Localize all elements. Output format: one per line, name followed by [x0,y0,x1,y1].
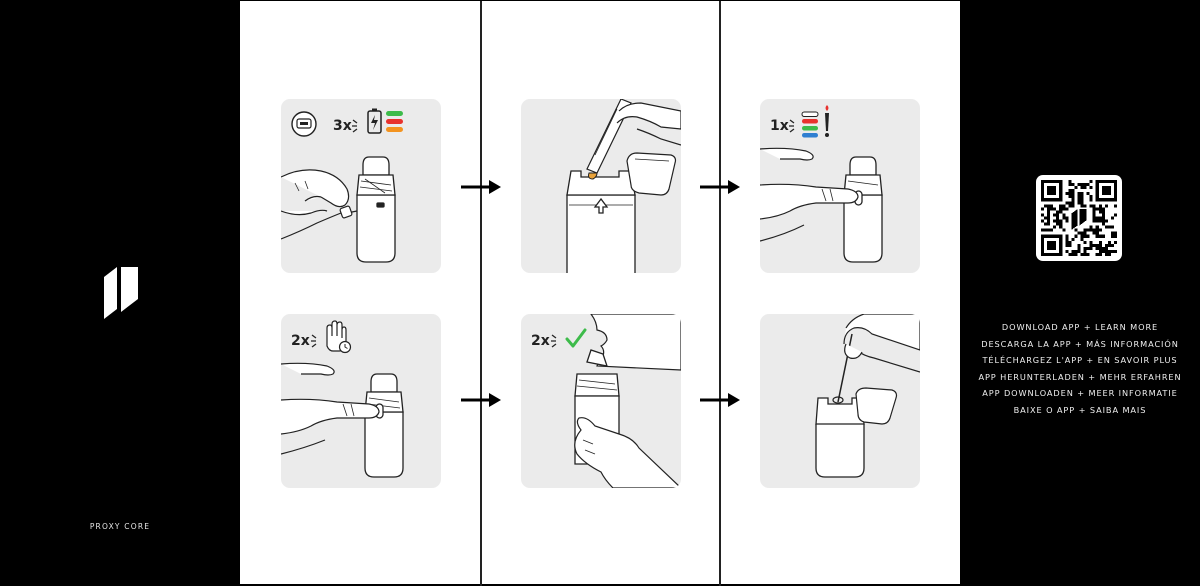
lang-line-pt: BAIXE O APP + SAIBA MAIS [1013,404,1147,415]
lang-line-de: APP HERUNTERLADEN + MEHR ERFAHREN [978,371,1182,382]
blink-icon [311,334,317,348]
battery-charging-icon [367,108,382,134]
lang-line-es: DESCARGA LA APP + MÁS INFORMACIÓN [981,338,1179,349]
blink-icon [352,119,358,133]
hand-illustration [281,362,380,455]
arrow-right-icon [700,180,740,194]
download-app-text: DOWNLOAD APP + LEARN MORE DESCARGA LA AP… [960,319,1200,419]
column-divider [719,1,721,586]
column-divider [480,1,482,586]
step-inhale-card: 2x [521,314,681,488]
step-fill-card [521,99,681,273]
step-clean-card [760,314,920,488]
step-lock-count: 2x [291,333,310,349]
lid-illustration [626,152,677,196]
hand-illustration [574,417,681,488]
lid-illustration [855,387,898,425]
led-indicator-icon [801,111,819,138]
exclamation-icon [825,105,829,137]
hand-illustration [760,147,859,242]
proxy-logo-icon [104,267,138,319]
blink-icon [789,119,795,133]
hand-illustration [616,102,681,146]
step-lock-card: 2x [281,314,441,488]
device-illustration [843,156,883,263]
arrow-right-icon [700,393,740,407]
device-illustration [815,397,865,478]
arrow-right-icon [461,180,501,194]
lang-line-fr: TÉLÉCHARGEZ L'APP + EN SAVOIR PLUS [982,355,1178,366]
hand-illustration [843,314,920,373]
clock-icon [338,340,352,354]
step-charge-card: 3x [281,99,441,273]
led-indicator-icon [386,111,403,132]
hand-illustration [281,169,358,240]
step-status-count: 1x [770,118,789,134]
device-illustration [356,156,396,263]
usb-port-icon [291,111,317,137]
checkmark-icon [565,328,587,348]
arrow-right-icon [461,393,501,407]
brand-name: PROXY CORE [89,522,151,531]
step-inhale-count: 2x [531,333,550,349]
lang-line-en: DOWNLOAD APP + LEARN MORE [1001,322,1159,332]
step-status-card: 1x [760,99,920,273]
device-illustration [364,373,404,478]
left-panel: PROXY CORE [0,0,240,585]
device-illustration [566,170,636,273]
swab-illustration [832,333,853,404]
right-panel: DOWNLOAD APP + LEARN MORE DESCARGA LA AP… [960,0,1200,585]
lang-line-nl: APP DOWNLOADEN + MEER INFORMATIE [982,388,1178,399]
step-charge-count: 3x [333,118,352,134]
instructions-panel: 3x [240,0,960,586]
blink-icon [551,334,557,348]
qr-code-icon[interactable] [1036,175,1122,261]
